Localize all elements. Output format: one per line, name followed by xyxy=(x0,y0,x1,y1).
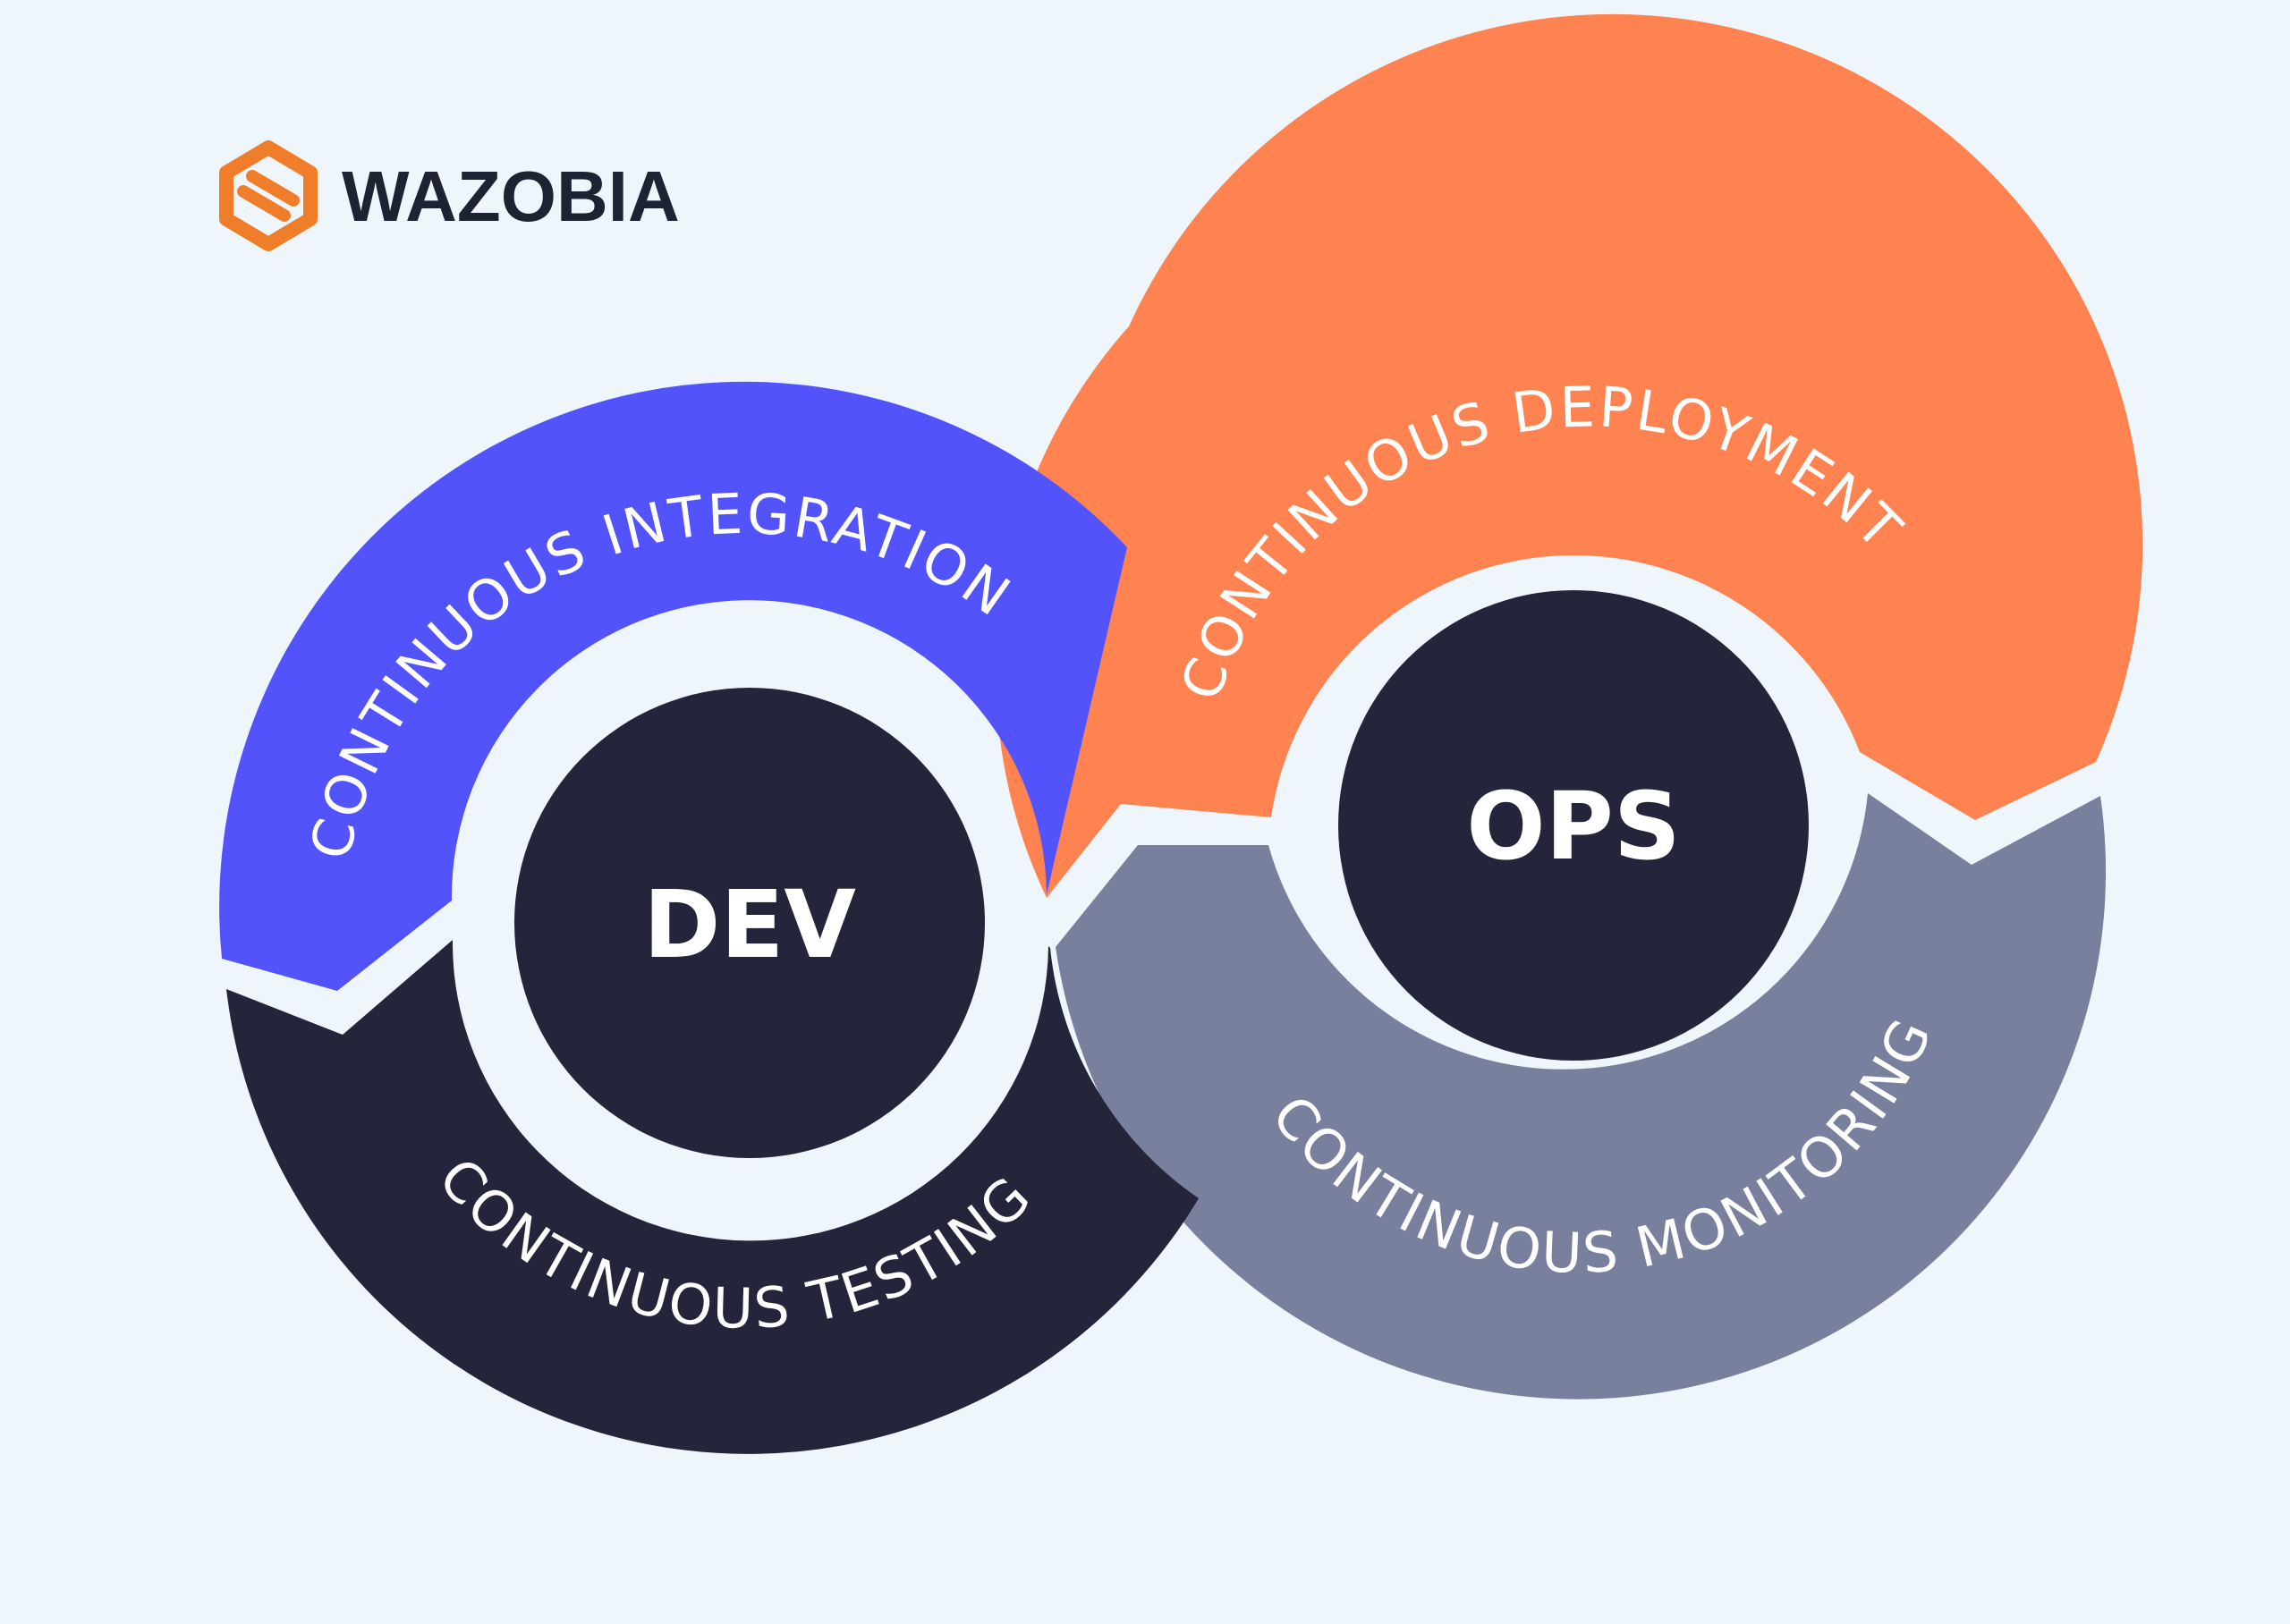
dev-hub xyxy=(514,688,985,1158)
brand-logo: WAZOBIA xyxy=(219,140,680,251)
continuous-integration-segment xyxy=(219,381,1127,991)
continuous-deployment-segment xyxy=(996,13,2143,898)
continuous-monitoring-segment xyxy=(1056,793,2107,1400)
dev-hub-label: DEV xyxy=(643,870,856,979)
continuous-testing-segment xyxy=(226,940,1199,1454)
ops-hub xyxy=(1338,590,1809,1061)
ops-hub-label: OPS xyxy=(1466,772,1681,881)
brand-name: WAZOBIA xyxy=(342,156,680,236)
hexagon-logo-icon xyxy=(219,140,318,251)
